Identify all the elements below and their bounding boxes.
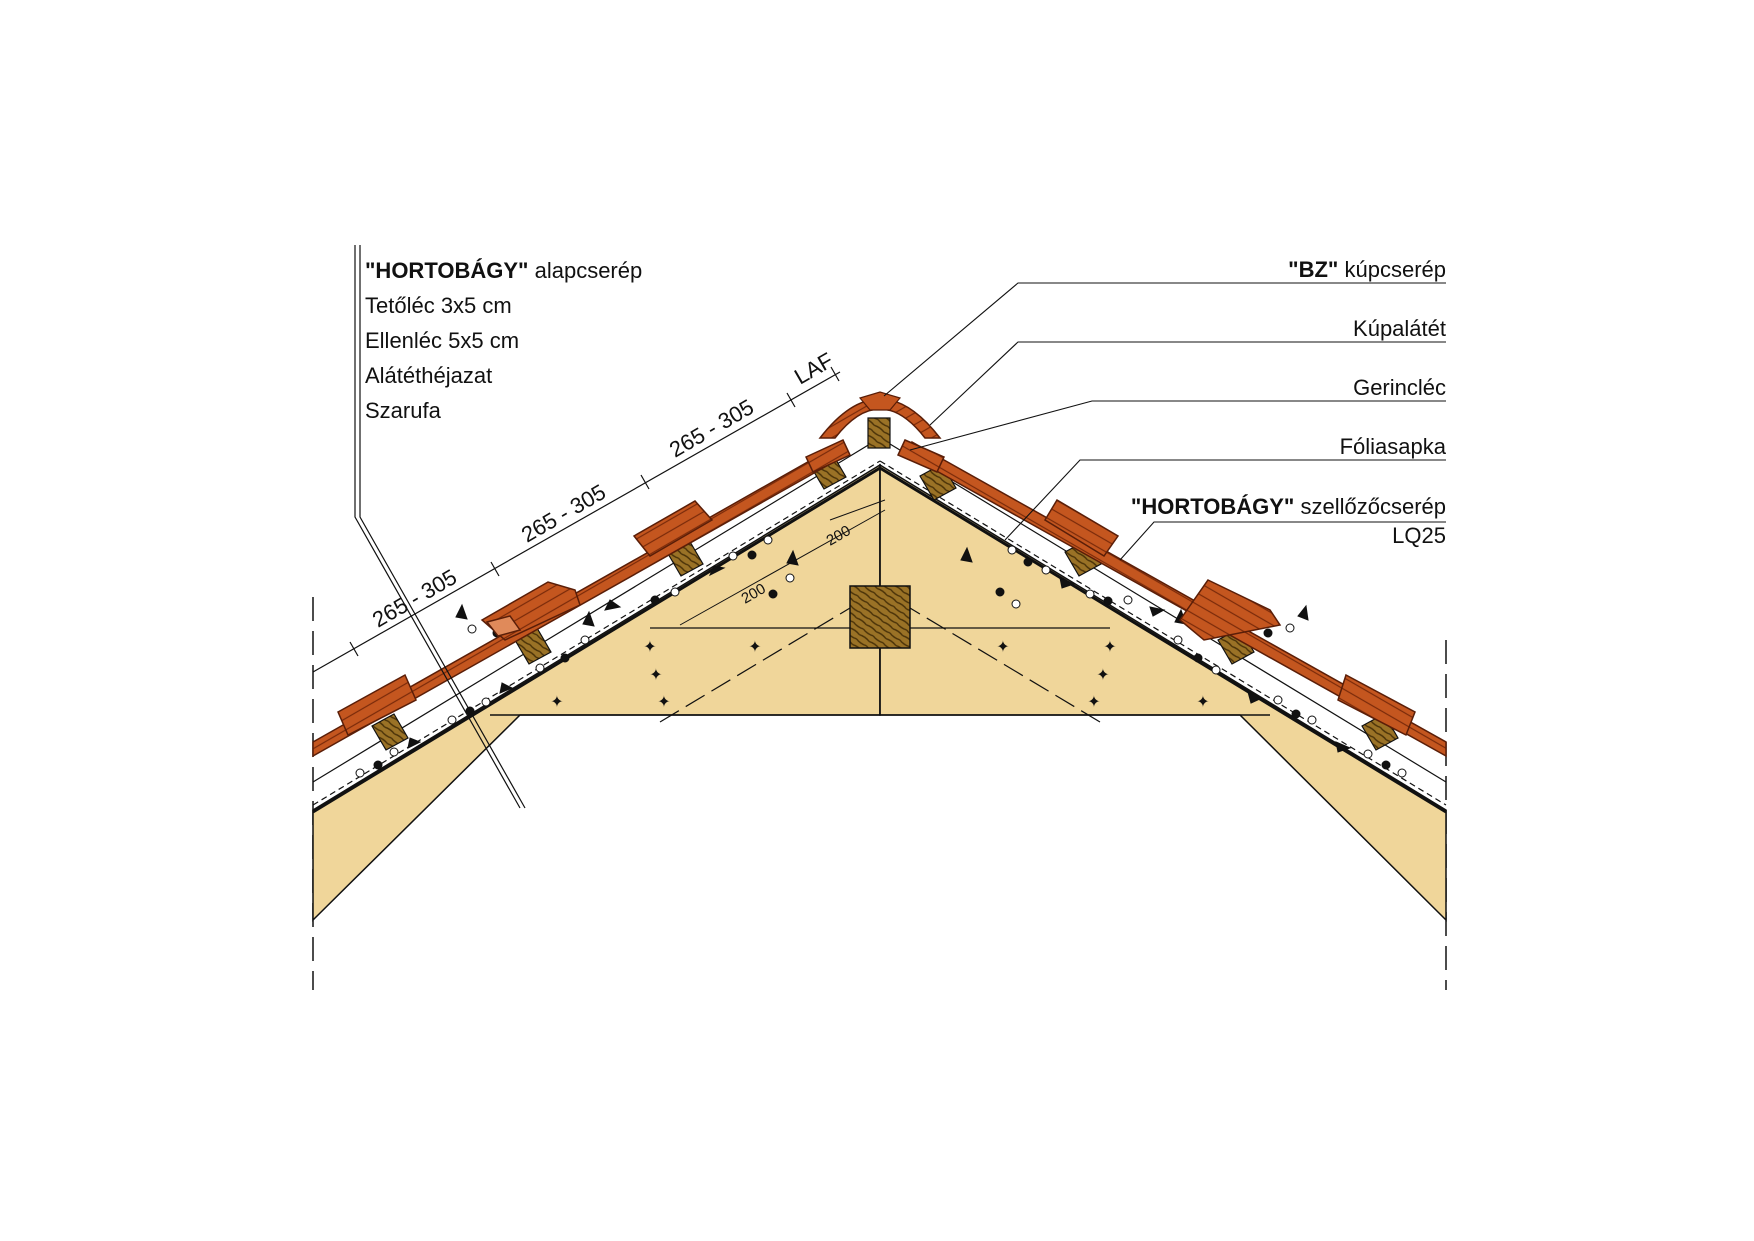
dim-batten-spacing-3: 265 - 305: [665, 394, 758, 462]
dim-laf: LAF: [790, 347, 837, 389]
left-leader: [354, 245, 526, 809]
svg-text:✦: ✦: [748, 639, 761, 656]
underlay-membrane: [312, 443, 1447, 814]
right-label-block: "BZ" kúpcserép Kúpalátét Gerincléc Fólia…: [1131, 257, 1447, 548]
right-label-lq25: LQ25: [1392, 523, 1446, 548]
svg-text:✦: ✦: [1087, 694, 1100, 711]
right-brand-ridge-label: "BZ": [1288, 257, 1338, 282]
svg-text:✦: ✦: [643, 639, 656, 656]
left-label-batten: Tetőléc 3x5 cm: [365, 293, 512, 318]
dim-batten-spacing-2: 265 - 305: [517, 479, 610, 547]
ridge-tile: [818, 391, 942, 439]
svg-text:✦: ✦: [550, 694, 563, 711]
left-label-rafter: Szarufa: [365, 398, 442, 423]
svg-text:✦: ✦: [657, 694, 670, 711]
right-label-foil-cap: Fóliasapka: [1340, 434, 1447, 459]
slope-dimension-line: [312, 366, 841, 673]
svg-text:✦: ✦: [1103, 639, 1116, 656]
right-label-ridge-tile: kúpcserép: [1344, 257, 1446, 282]
ridge-batten-center: [849, 585, 911, 649]
right-label-ridge-pad: Kúpalátét: [1353, 316, 1446, 341]
svg-text:✦: ✦: [996, 639, 1009, 656]
right-label-ridge-batten: Gerincléc: [1353, 375, 1446, 400]
svg-text:"BZ" kúpcserép: "BZ" kúpcserép: [1288, 257, 1446, 282]
right-brand-vent-label: "HORTOBÁGY": [1131, 494, 1294, 519]
left-label-block: "HORTOBÁGY" alapcserép Tetőléc 3x5 cm El…: [365, 258, 642, 423]
roof-tiles-right: [896, 439, 1447, 758]
svg-text:"HORTOBÁGY" szellőzőcserép: "HORTOBÁGY" szellőzőcserép: [1131, 494, 1446, 519]
svg-text:✦: ✦: [649, 667, 662, 684]
left-label-counter-batten: Ellenléc 5x5 cm: [365, 328, 519, 353]
rafters: [312, 463, 1447, 922]
svg-text:✦: ✦: [1196, 694, 1209, 711]
svg-text:"HORTOBÁGY" alapcserép: "HORTOBÁGY" alapcserép: [365, 258, 642, 283]
left-brand-label: "HORTOBÁGY": [365, 258, 528, 283]
svg-text:✦: ✦: [1096, 667, 1109, 684]
right-leaders: [883, 282, 1446, 561]
right-label-vent-tile: szellőzőcserép: [1300, 494, 1446, 519]
left-label-base-tile: alapcserép: [535, 258, 643, 283]
fixing-marks: ✦ ✦ ✦ ✦ ✦ ✦ ✦ ✦ ✦ ✦: [550, 639, 1209, 711]
offset-dimension: [679, 499, 886, 626]
left-label-underlay: Alátéthéjazat: [365, 363, 492, 388]
